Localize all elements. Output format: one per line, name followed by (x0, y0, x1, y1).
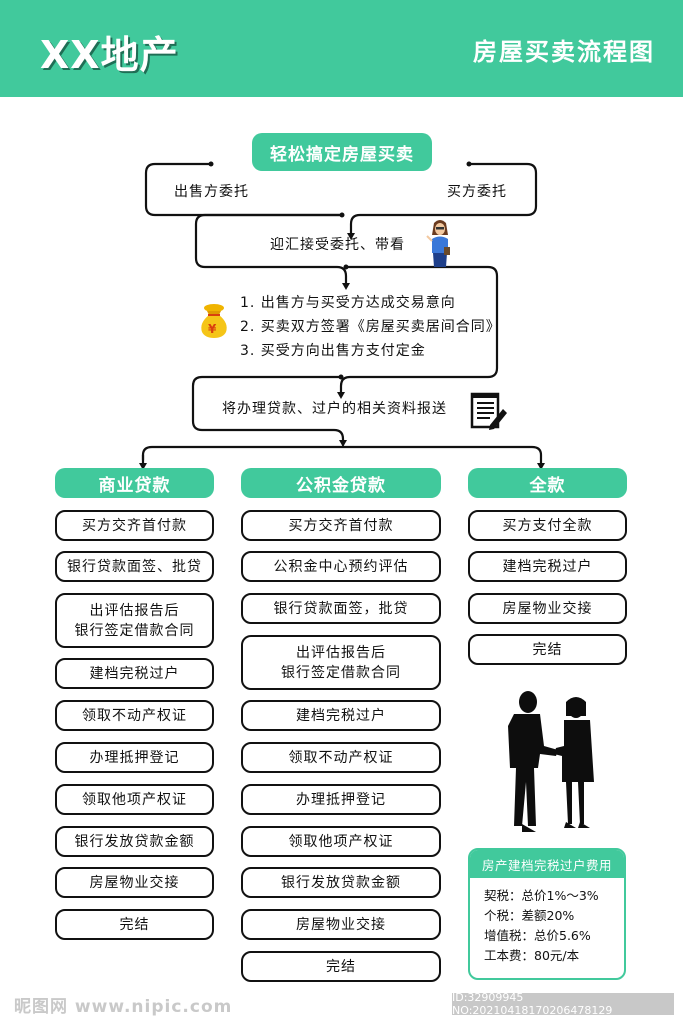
submit-text: 将办理贷款、过户的相关资料报送 (222, 401, 447, 417)
notepad-pencil-icon (470, 392, 507, 430)
handshake-silhouette-icon (508, 691, 594, 832)
flow-step: 房屋物业交接 (468, 593, 627, 624)
svg-text:¥: ¥ (208, 322, 217, 336)
column-header-provident-fund-loan: 公积金贷款 (241, 468, 441, 498)
transfer-fee-panel: 房产建档完税过户费用 契税：总价1%～3% 个税：差额20% 增值税：总价5.6… (468, 848, 626, 980)
money-bag-icon: ¥ (201, 304, 227, 338)
agreement-step: 2. 买卖双方签署《房屋买卖居间合同》 (240, 319, 501, 335)
flow-step: 领取不动产权证 (55, 700, 214, 731)
flow-step: 买方支付全款 (468, 510, 627, 541)
seller-entrust-text: 出售方委托 (174, 184, 249, 200)
agreement-step: 3. 买受方向出售方支付定金 (240, 343, 426, 359)
flow-step: 完结 (55, 909, 214, 940)
fee-item: 个税：差额20% (484, 908, 575, 923)
flow-step: 完结 (468, 634, 627, 665)
agreement-steps: 1. 出售方与买受方达成交易意向 2. 买卖双方签署《房屋买卖居间合同》 3. … (240, 291, 501, 363)
fee-panel-title: 房产建档完税过户费用 (470, 850, 624, 878)
flow-step: 建档完税过户 (55, 658, 214, 689)
flow-step: 房屋物业交接 (55, 867, 214, 898)
flow-step: 领取不动产权证 (241, 742, 441, 773)
flow-step: 建档完税过户 (241, 700, 441, 731)
flow-step: 银行贷款面签，批贷 (241, 593, 441, 624)
flow-step: 出评估报告后 银行签定借款合同 (241, 635, 441, 690)
flow-step: 房屋物业交接 (241, 909, 441, 940)
flow-step: 办理抵押登记 (241, 784, 441, 815)
brand-logo: XX地产 (40, 33, 179, 77)
start-label: 轻松搞定房屋买卖 (252, 133, 432, 171)
woman-agent-icon (426, 220, 450, 267)
flow-step: 银行发放贷款金额 (55, 826, 214, 857)
flow-step: 银行贷款面签、批贷 (55, 551, 214, 582)
flow-step: 建档完税过户 (468, 551, 627, 582)
fee-item: 增值税：总价5.6% (484, 928, 591, 943)
flow-step: 领取他项产权证 (241, 826, 441, 857)
accept-text: 迎汇接受委托、带看 (270, 237, 405, 253)
image-id-badge: ID:32909945 NO:20210418170206478129 (452, 991, 674, 1017)
flow-step: 银行发放贷款金额 (241, 867, 441, 898)
header-bar: XX地产 房屋买卖流程图 (0, 0, 683, 97)
flow-step: 办理抵押登记 (55, 742, 214, 773)
flow-step: 出评估报告后 银行签定借款合同 (55, 593, 214, 648)
page-title: 房屋买卖流程图 (473, 38, 655, 66)
flow-step: 公积金中心预约评估 (241, 551, 441, 582)
column-header-commercial-loan: 商业贷款 (55, 468, 214, 498)
flow-step: 买方交齐首付款 (241, 510, 441, 541)
fee-item: 契税：总价1%～3% (484, 888, 599, 903)
flow-step: 完结 (241, 951, 441, 982)
fee-item: 工本费：80元/本 (484, 948, 580, 963)
buyer-entrust-text: 买方委托 (447, 184, 507, 200)
watermark-logo: 昵图网 www.nipic.com (14, 997, 233, 1017)
agreement-step: 1. 出售方与买受方达成交易意向 (240, 295, 456, 311)
flow-step: 领取他项产权证 (55, 784, 214, 815)
column-header-full-payment: 全款 (468, 468, 627, 498)
flow-step: 买方交齐首付款 (55, 510, 214, 541)
fee-list: 契税：总价1%～3% 个税：差额20% 增值税：总价5.6% 工本费：80元/本 (470, 878, 624, 966)
